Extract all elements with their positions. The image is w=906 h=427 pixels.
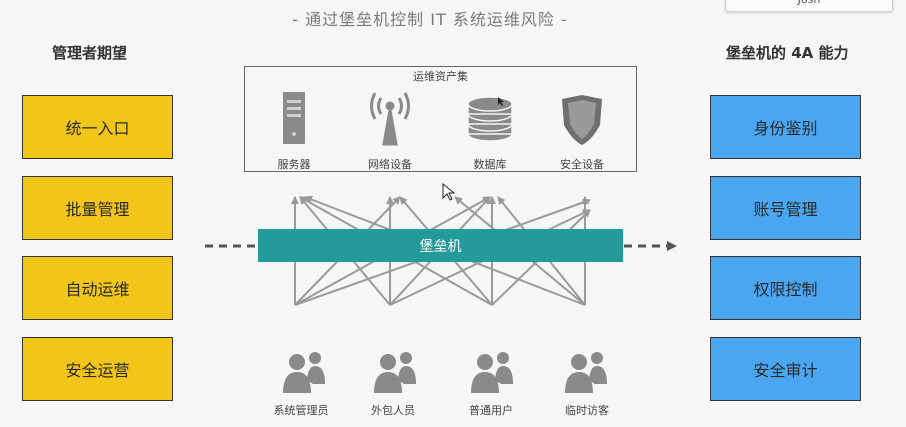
expectation-box-2: 批量管理 xyxy=(22,176,173,240)
asset-label-security: 安全设备 xyxy=(560,158,604,171)
database-icon xyxy=(467,96,513,142)
top-corner-button[interactable]: Josh xyxy=(725,0,893,12)
user-label-admin: 系统管理员 xyxy=(273,404,329,417)
user-label-outsourced: 外包人员 xyxy=(371,404,415,417)
small-cursor-icon xyxy=(498,97,504,106)
asset-label-database: 数据库 xyxy=(473,158,507,171)
capability-box-2: 账号管理 xyxy=(710,176,861,240)
expectation-box-3: 自动运维 xyxy=(22,256,173,320)
asset-label-network: 网络设备 xyxy=(368,158,412,171)
server-icon xyxy=(283,92,305,144)
user-label-visitor: 临时访客 xyxy=(565,404,609,417)
bastion-host-bar: 堡垒机 xyxy=(258,229,623,262)
security-device-icon xyxy=(562,95,602,145)
asset-group-title: 运维资产集 xyxy=(413,70,468,83)
right-heading: 堡垒机的 4A 能力 xyxy=(726,44,849,62)
user-group-icon-3 xyxy=(471,352,513,393)
network-device-icon xyxy=(370,92,410,146)
capability-box-4: 安全审计 xyxy=(710,337,861,401)
user-group-icon-1 xyxy=(283,352,325,393)
page-title: - 通过堡垒机控制 IT 系统运维风险 - xyxy=(292,10,568,29)
mouse-cursor-icon xyxy=(442,182,456,201)
user-label-normal: 普通用户 xyxy=(469,404,513,417)
expectation-box-1: 统一入口 xyxy=(22,95,173,159)
expectation-box-4: 安全运营 xyxy=(22,337,173,401)
capability-box-1: 身份鉴别 xyxy=(710,95,861,159)
asset-label-server: 服务器 xyxy=(277,158,311,171)
user-group-icon-2 xyxy=(374,352,416,393)
left-heading: 管理者期望 xyxy=(52,44,128,62)
capability-box-3: 权限控制 xyxy=(710,256,861,320)
user-group-icon-4 xyxy=(565,352,607,393)
